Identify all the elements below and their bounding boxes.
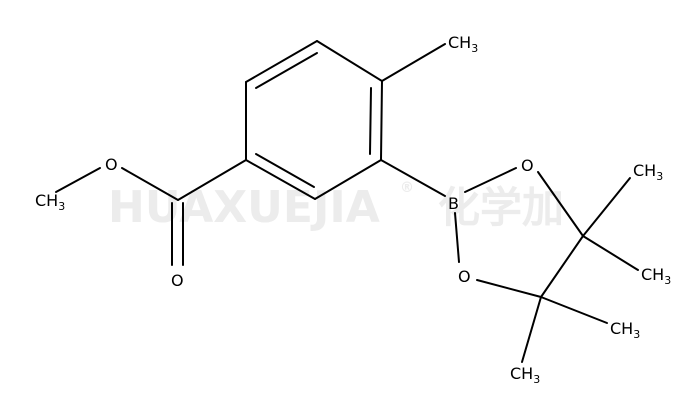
pin-me-bond-1: [582, 177, 631, 237]
watermark-registered: ®: [400, 180, 414, 196]
methyl-top-label: CH3: [448, 33, 478, 55]
b-o-top-bond: [464, 167, 517, 193]
pin-methyl-1-label: CH3: [633, 161, 663, 183]
pin-me-bond-4: [521, 296, 542, 363]
ring-bond-1-inner: [255, 52, 318, 89]
methyl-bond: [381, 43, 446, 82]
ring-bond-3-inner: [369, 87, 372, 155]
o-b-bottom-bond: [454, 212, 460, 263]
watermark: HUAXUEJIA ® 化学加: [108, 180, 564, 233]
pin-methyl-2-label: CH3: [641, 265, 671, 287]
c-c-pin-bond: [540, 235, 584, 298]
carbonyl-oxygen-label: O: [171, 271, 184, 290]
ring-oxygen-top-label: O: [521, 156, 534, 175]
ring-bond-4: [314, 159, 382, 200]
bonds: [55, 40, 639, 363]
methyl-ester-label: CH3: [35, 191, 65, 213]
ester-c-bond: [177, 159, 247, 201]
pin-methyl-4-label: CH3: [510, 364, 540, 386]
atom-labels: CH3 CH3 O O B O O CH3 CH3 CH3 CH3: [35, 33, 671, 386]
c-b-bond: [380, 159, 446, 197]
ester-oxygen-label: O: [105, 155, 118, 174]
ester-co-bond: [121, 167, 179, 201]
ring-bond-1: [245, 40, 318, 83]
ring-bond-3: [380, 80, 383, 161]
pin-me-bond-2: [582, 235, 639, 271]
pin-methyl-3-label: CH3: [610, 319, 640, 341]
watermark-latin: HUAXUEJIA: [108, 182, 380, 233]
boron-label: B: [448, 194, 459, 213]
o-c-top-bond: [537, 171, 584, 237]
ring-oxygen-bottom-label: O: [458, 267, 471, 286]
ring-bond-2: [316, 40, 383, 82]
pin-me-bond-3: [540, 296, 608, 324]
ring-bond-5-inner: [255, 153, 315, 188]
watermark-chinese: 化学加: [438, 183, 564, 232]
ring-bond-5: [245, 159, 316, 200]
ester-ome-bond: [55, 167, 101, 193]
c-o-bottom-bond: [476, 279, 542, 298]
